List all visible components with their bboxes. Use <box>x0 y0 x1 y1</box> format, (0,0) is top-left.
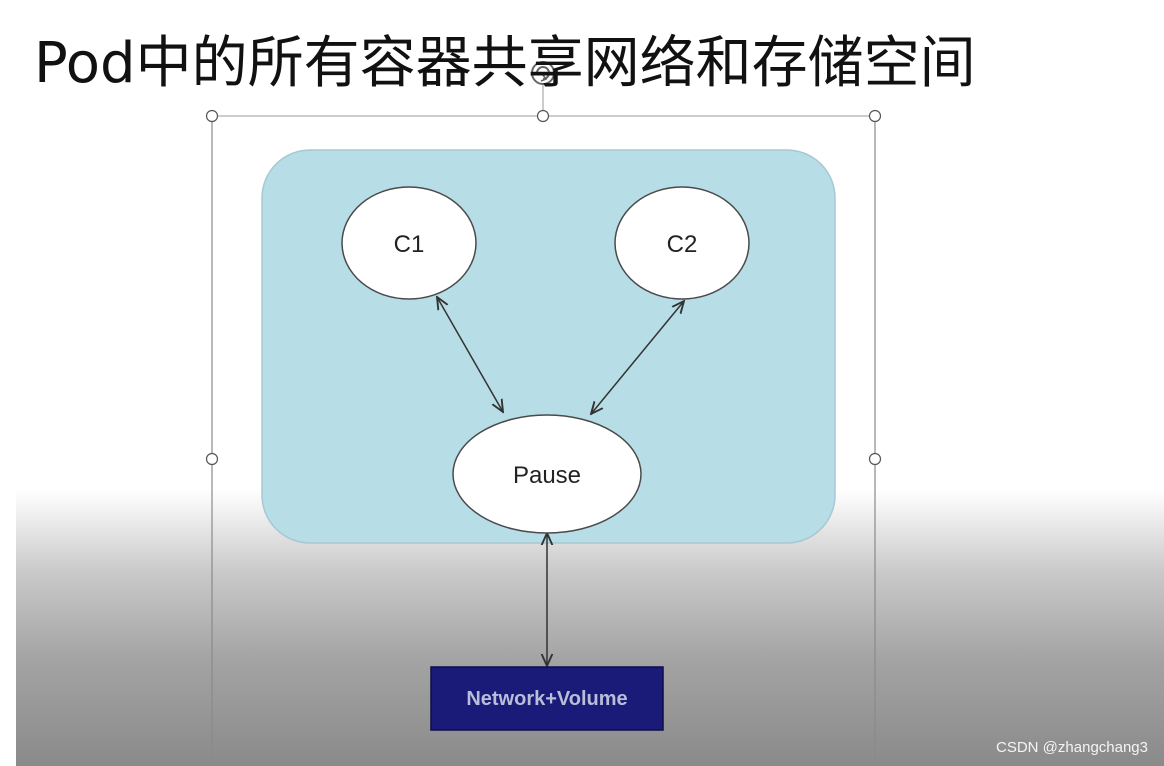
container-c2-node <box>614 186 750 300</box>
watermark: CSDN @zhangchang3 <box>996 739 1148 756</box>
rotate-handle-icon[interactable] <box>531 61 555 85</box>
slide-title: Pod中的所有容器共享网络和存储空间 <box>34 31 976 96</box>
pause-container-label: Pause <box>513 462 581 489</box>
pause-container-node <box>452 414 642 534</box>
container-c1-label: C1 <box>394 231 425 258</box>
resize-handle-middle-right[interactable] <box>868 452 882 466</box>
resize-handle-middle-left[interactable] <box>205 452 219 466</box>
container-c2-label: C2 <box>667 231 698 258</box>
arrow-c2-pause <box>591 301 684 414</box>
network-volume-box <box>430 666 664 731</box>
container-c1-node <box>341 186 477 300</box>
resize-handle-top-left[interactable] <box>205 109 219 123</box>
arrow-c1-pause <box>437 297 503 412</box>
resize-handle-top-center[interactable] <box>536 109 550 123</box>
network-volume-label: Network+Volume <box>466 688 627 710</box>
resize-handle-top-right[interactable] <box>868 109 882 123</box>
